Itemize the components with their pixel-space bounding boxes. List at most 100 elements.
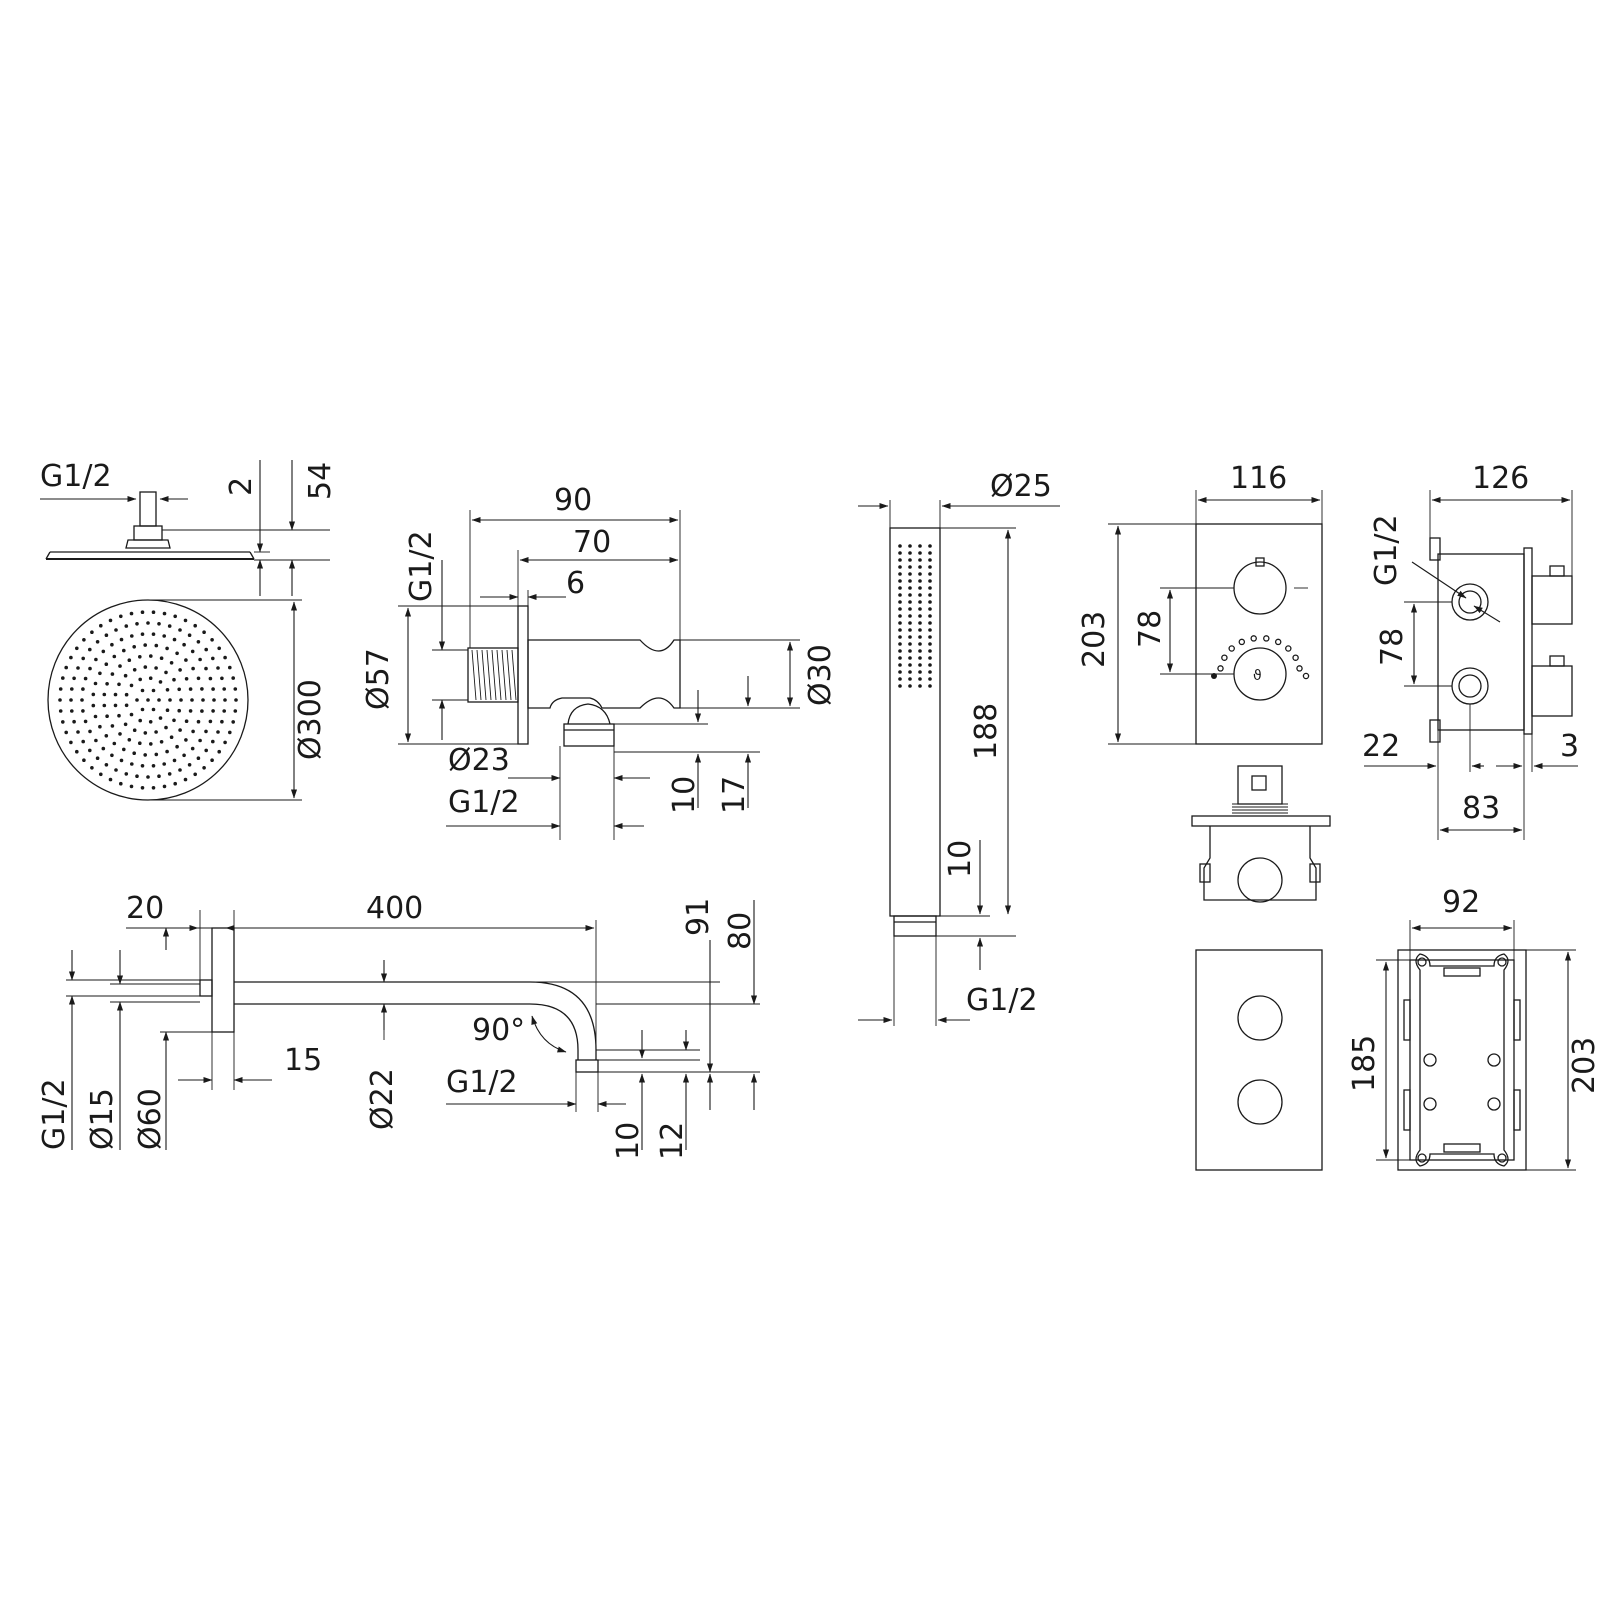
hand-d188-label: 188 [969, 703, 1004, 760]
hand-nozzle-dot [918, 586, 922, 590]
nozzle-dot [135, 622, 139, 626]
nozzle-dot [165, 646, 169, 651]
nozzle-dot [190, 649, 195, 654]
nozzle-dot [210, 638, 214, 642]
nozzle-dot [211, 739, 215, 744]
nozzle-dot [81, 656, 85, 661]
nozzle-dot [118, 664, 122, 668]
mixer-front-d203-label: 203 [1077, 611, 1112, 668]
hand-nozzle-dot [928, 558, 932, 562]
nozzle-dot [217, 646, 221, 651]
thread-line [471, 649, 477, 701]
nozzle-dot [222, 687, 226, 691]
arm-d91-label: 91 [681, 898, 716, 936]
nozzle-dot [187, 633, 192, 637]
inlet-top-inner [1458, 590, 1482, 614]
hand-nozzle-dot [908, 621, 912, 625]
box-port [1237, 857, 1283, 903]
nozzle-dot [154, 666, 158, 670]
hand-nozzle-dot [908, 677, 912, 681]
hand-nozzle-dot [908, 684, 912, 688]
box-stem [1237, 765, 1283, 805]
temp-dot [1238, 638, 1246, 646]
hand-nozzle-dot [918, 614, 922, 618]
mixer-side-d78-label: 78 [1375, 628, 1410, 666]
nozzle-dot [138, 677, 142, 682]
thread-line [511, 649, 517, 701]
hand-nozzle-dot [908, 614, 912, 618]
nozzle-dot [98, 724, 102, 729]
thread-line [476, 649, 482, 701]
nozzle-dot [75, 646, 79, 651]
thermostat-knob-mark: ϑ [1253, 668, 1262, 684]
installation-box: 92 185 203 [1347, 885, 1600, 1171]
nozzle-dot [191, 666, 195, 671]
nozzle-dot [165, 688, 170, 692]
temp-dot [1221, 654, 1228, 661]
temp-marker-left [1211, 673, 1217, 679]
nozzle-dot [184, 719, 189, 723]
outlet-d10-label: 10 [667, 776, 702, 814]
nozzle-dot [61, 720, 65, 724]
nozzle-dot [108, 777, 113, 782]
nozzle-dot [112, 654, 117, 659]
nozzle-dot [193, 623, 197, 628]
nozzle-dot [204, 647, 208, 652]
nozzle-dot [82, 638, 86, 642]
nozzle-dot [117, 713, 121, 718]
rain-shower-head: G1/2 2 54 Ø300 [40, 459, 338, 801]
hand-nozzle-dot [928, 593, 932, 597]
nozzle-dot [169, 661, 174, 665]
hand-d10-label: 10 [943, 840, 978, 878]
install-frame [1415, 953, 1509, 1167]
nozzle-dot [149, 742, 153, 746]
hand-nozzle-dot [918, 565, 922, 569]
nozzle-dot [193, 772, 197, 777]
hand-g12-label: G1/2 [966, 983, 1038, 1018]
nozzle-dot [158, 680, 163, 684]
nozzle-dot [188, 709, 193, 713]
hand-nozzle-dot [908, 635, 912, 639]
nozzle-dot [162, 784, 167, 789]
nozzle-dot [177, 708, 181, 713]
arm-left-g12-label: G1/2 [37, 1078, 72, 1150]
nozzle-dot [198, 657, 202, 662]
hand-nozzle-dot [928, 635, 932, 639]
nozzle-dot [154, 752, 159, 757]
nozzle-dot [169, 735, 174, 739]
nozzle-dot [223, 698, 227, 702]
hand-nozzle-dot [928, 544, 932, 548]
nozzle-dot [190, 746, 195, 751]
nozzle-dot [220, 719, 224, 724]
nozzle-dot [204, 729, 208, 734]
nozzle-dot [172, 758, 177, 763]
nozzle-dot [178, 728, 182, 732]
nozzle-dot [110, 672, 115, 676]
hand-nozzle-dot [908, 607, 912, 611]
nozzle-dot [138, 655, 142, 659]
nozzle-dot [110, 642, 114, 647]
hand-nozzle-dot [928, 600, 932, 604]
nozzle-dot [108, 618, 113, 623]
temp-dot [1292, 654, 1299, 661]
hand-nozzle-dot [898, 684, 902, 688]
nozzle-dot [173, 781, 177, 786]
nozzle-dot [154, 643, 159, 648]
hand-nozzle-dot [918, 684, 922, 688]
nozzle-dot [102, 692, 107, 697]
hand-nozzle-dot [918, 558, 922, 562]
hand-nozzle-dot [918, 607, 922, 611]
arm-d10-label: 10 [611, 1122, 646, 1160]
hand-shower-nozzles [898, 544, 932, 688]
nozzle-dot [130, 634, 134, 638]
hand-shower-connector [893, 915, 937, 937]
nozzle-dot [119, 758, 124, 763]
mixer-side-d22-label: 22 [1362, 729, 1400, 764]
hand-shower-body [889, 527, 941, 917]
nozzle-dot [95, 756, 100, 760]
nozzle-dot [149, 654, 153, 658]
mixer-side-d83-label: 83 [1462, 791, 1500, 826]
temp-marker-right [1302, 672, 1310, 680]
nozzle-dot [210, 758, 214, 762]
